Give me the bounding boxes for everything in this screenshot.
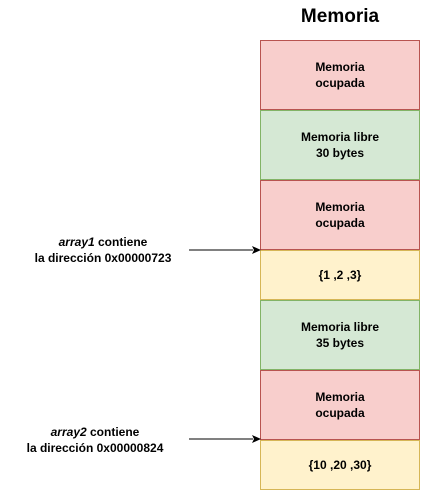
block-label-line2: ocupada	[315, 76, 365, 90]
pointer-var-name: array1	[58, 235, 95, 249]
block-label-line1: Memoria	[315, 60, 365, 74]
block-label-line1: {1 ,2 ,3}	[318, 268, 362, 282]
block-label-line2: ocupada	[315, 216, 365, 230]
block-label-line1: Memoria libre	[300, 320, 380, 334]
memory-block-occupied-3: Memoria ocupada	[260, 370, 420, 440]
block-label-line2: ocupada	[315, 406, 365, 420]
pointer-label-line1: array1 contiene	[8, 234, 198, 250]
block-label-line2: 35 bytes	[315, 336, 365, 350]
pointer-label-line1: array2 contiene	[0, 424, 190, 440]
memory-block-occupied-2: Memoria ocupada	[260, 180, 420, 250]
pointer-var-rest: contiene	[94, 235, 148, 249]
block-label-line1: {10 ,20 ,30}	[308, 458, 372, 472]
pointer-label-array2: array2 contiene la dirección 0x00000824	[0, 424, 190, 456]
block-label-line1: Memoria	[315, 200, 365, 214]
pointer-var-rest: contiene	[86, 425, 140, 439]
pointer-arrow-array2	[189, 435, 261, 443]
memory-title: Memoria	[300, 6, 380, 27]
memory-block-occupied-1: Memoria ocupada	[260, 40, 420, 110]
pointer-label-array1: array1 contiene la dirección 0x00000723	[8, 234, 198, 266]
pointer-var-name: array2	[50, 425, 87, 439]
memory-block-array1-data: {1 ,2 ,3}	[260, 250, 420, 300]
memory-block-free-35: Memoria libre 35 bytes	[260, 300, 420, 370]
memory-block-free-30: Memoria libre 30 bytes	[260, 110, 420, 180]
pointer-label-line2: la dirección 0x00000723	[34, 251, 172, 265]
pointer-arrow-array1	[189, 246, 261, 254]
block-label-line1: Memoria	[315, 390, 365, 404]
pointer-label-line2: la dirección 0x00000824	[26, 441, 164, 455]
block-label-line2: 30 bytes	[315, 146, 365, 160]
memory-block-array2-data: {10 ,20 ,30}	[260, 440, 420, 490]
block-label-line1: Memoria libre	[300, 130, 380, 144]
